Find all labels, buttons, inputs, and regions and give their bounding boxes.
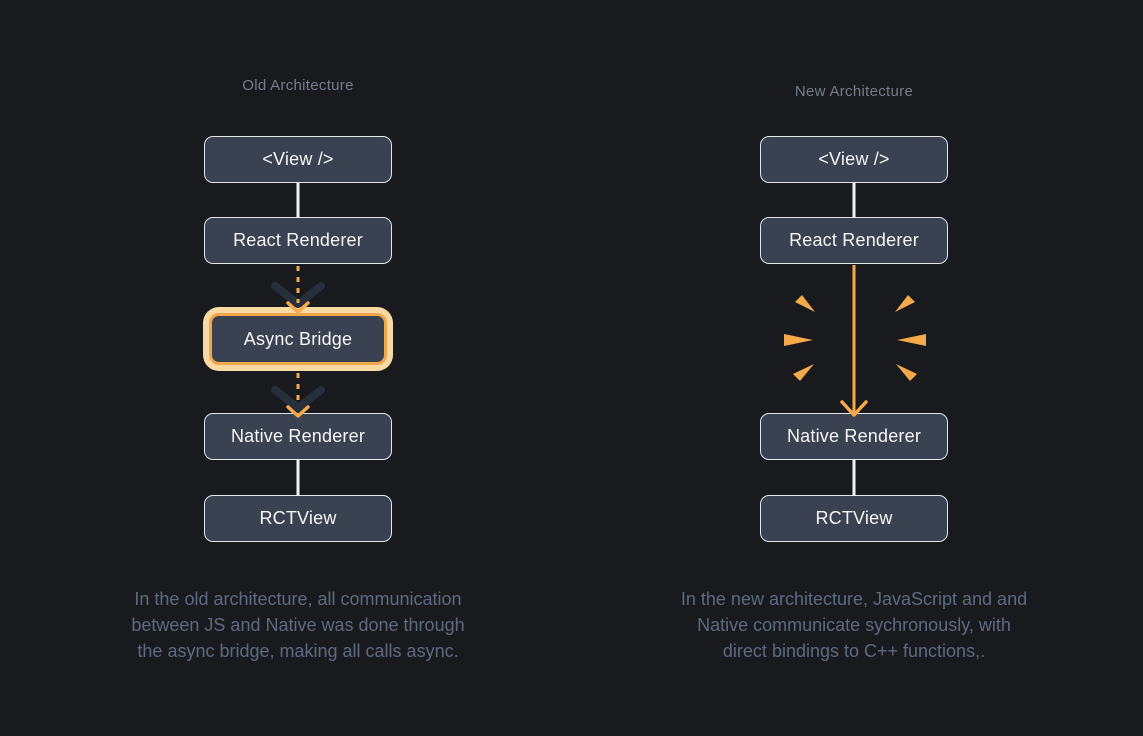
new-node-react-renderer-label: React Renderer	[789, 230, 919, 250]
old-node-native-renderer: Native Renderer	[204, 413, 392, 460]
old-caption-line-3: the async bridge, making all calls async…	[137, 641, 459, 661]
new-node-rctview: RCTView	[760, 495, 948, 542]
new-architecture-caption: In the new architecture, JavaScript and …	[644, 586, 1064, 664]
old-node-rctview-label: RCTView	[259, 508, 337, 528]
new-node-native-renderer-label: Native Renderer	[786, 426, 922, 446]
new-caption-line-1: In the new architecture, JavaScript and …	[680, 589, 1028, 609]
new-caption-line-2: Native communicate sychronously, with	[697, 615, 1011, 635]
old-node-view-label: <View />	[262, 149, 334, 169]
old-node-async-bridge: Async Bridge	[209, 313, 387, 365]
new-node-view-label: <View />	[818, 149, 890, 169]
new-architecture-title: New Architecture	[794, 83, 914, 100]
old-node-react-renderer: React Renderer	[204, 217, 392, 264]
new-node-rctview-label: RCTView	[815, 508, 893, 528]
new-node-view: <View />	[760, 136, 948, 183]
old-caption-line-1: In the old architecture, all communicati…	[134, 589, 462, 609]
new-node-native-renderer: Native Renderer	[760, 413, 948, 460]
new-node-react-renderer: React Renderer	[760, 217, 948, 264]
old-architecture-column: Old Architecture <View /> React Renderer…	[88, 0, 508, 736]
old-node-async-bridge-label: Async Bridge	[243, 328, 353, 349]
old-node-rctview: RCTView	[204, 495, 392, 542]
old-architecture-title: Old Architecture	[242, 77, 354, 94]
new-architecture-column: New Architecture <View /> React Renderer…	[644, 0, 1064, 736]
new-caption-line-3: direct bindings to C++ functions,.	[722, 641, 986, 661]
old-caption-line-2: between JS and Native was done through	[131, 615, 465, 635]
old-node-native-renderer-label: Native Renderer	[230, 426, 366, 446]
old-node-view: <View />	[204, 136, 392, 183]
old-node-react-renderer-label: React Renderer	[233, 230, 363, 250]
old-architecture-caption: In the old architecture, all communicati…	[88, 586, 508, 664]
